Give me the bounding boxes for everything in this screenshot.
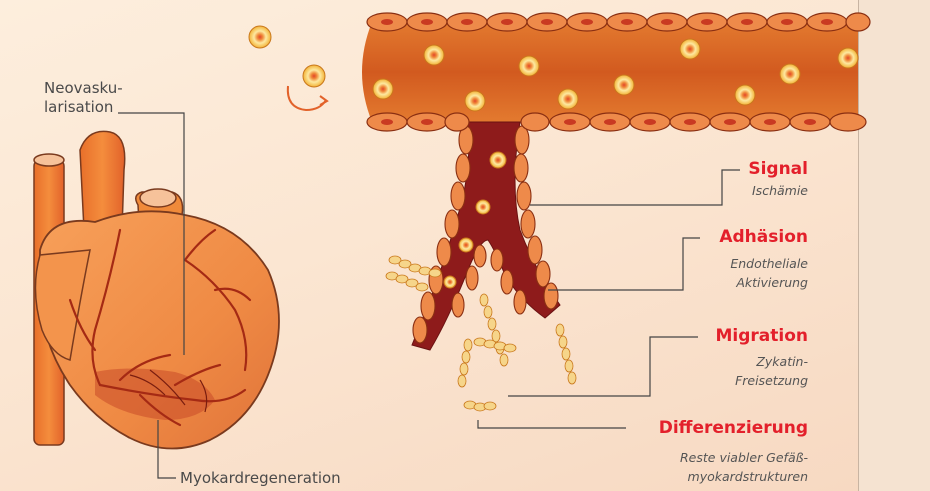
stage-signal-title: Signal	[748, 159, 808, 179]
stage-migration-subtitle-line2: Freisetzung	[735, 371, 808, 390]
stage-adhesion-subtitle-line2: Aktivierung	[730, 273, 808, 292]
neovascularisation-label-line2: larisation	[44, 98, 123, 117]
stage-differentiation-subtitle-line2: myokardstrukturen	[680, 467, 808, 486]
stage-adhesion-subtitle: Endotheliale Aktivierung	[730, 254, 808, 292]
myocardial-regeneration-label: Myokardregeneration	[180, 469, 341, 488]
neovascularisation-label: Neovasku- larisation	[44, 79, 123, 117]
stage-adhesion-subtitle-line1: Endotheliale	[730, 254, 808, 273]
floating-cells	[249, 26, 327, 110]
stage-differentiation-subtitle: Reste viabler Gefäß- myokardstrukturen	[680, 448, 808, 486]
stage-differentiation-title: Differenzierung	[659, 418, 808, 438]
stage-signal-subtitle-line1: Ischämie	[752, 181, 808, 200]
heart-illustration	[34, 131, 279, 448]
stage-differentiation-subtitle-line1: Reste viabler Gefäß-	[680, 448, 808, 467]
stage-adhesion-title: Adhäsion	[719, 227, 808, 247]
stage-migration-subtitle: Zykatin- Freisetzung	[735, 352, 808, 390]
stage-migration-subtitle-line1: Zykatin-	[735, 352, 808, 371]
neovascularisation-label-line1: Neovasku-	[44, 79, 123, 98]
stage-signal-subtitle: Ischämie	[752, 181, 808, 200]
stage-migration-title: Migration	[715, 326, 808, 346]
